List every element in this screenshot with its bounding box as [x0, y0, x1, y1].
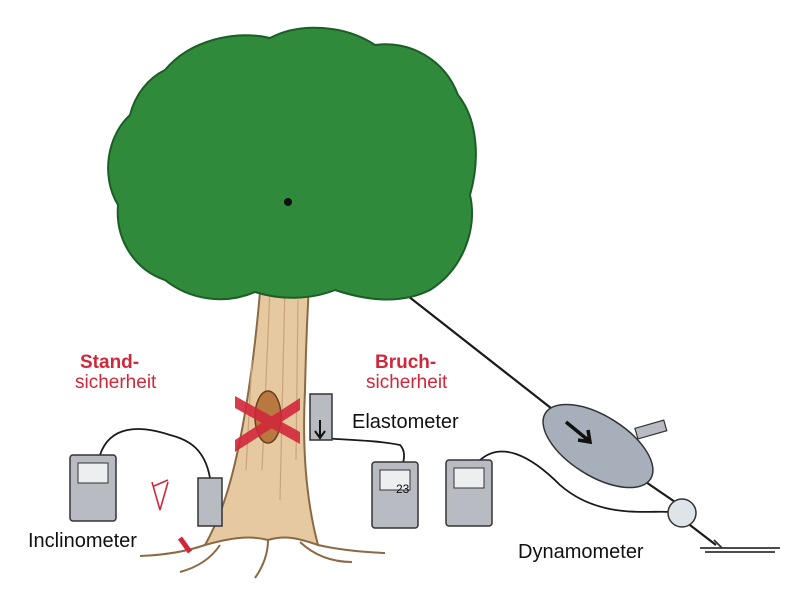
elastometer-label: Elastometer	[352, 411, 459, 433]
bruch-label-rest: sicherheit	[366, 372, 448, 393]
inclinometer-label: Inclinometer	[28, 530, 137, 552]
ground-anchor	[700, 539, 780, 553]
stand-label-bold: Stand-	[80, 352, 139, 373]
canopy-anchor-point	[284, 198, 292, 206]
inclination-marker	[177, 536, 193, 554]
elastometer-sensor	[309, 393, 333, 441]
cable-elastometer	[321, 437, 405, 467]
dynamometer-logger	[445, 459, 493, 527]
elastometer-arrow-icon	[314, 420, 326, 440]
load-cell	[667, 498, 697, 528]
dynamometer-housing	[542, 403, 654, 489]
inclinometer-logger	[69, 454, 117, 522]
tree-roots	[139, 539, 386, 579]
cable-dynamometer	[477, 450, 671, 513]
stress-zone-marker	[235, 396, 300, 452]
stand-label-rest: sicherheit	[75, 372, 157, 393]
bark-lines	[245, 284, 299, 501]
tilt-angle-icon	[151, 479, 169, 511]
tree-canopy	[107, 26, 477, 301]
pull-direction-arrow-icon	[564, 420, 593, 445]
bruch-label-bold: Bruch-	[375, 352, 436, 373]
dynamometer-handle	[634, 419, 668, 440]
dynamometer-label: Dynamometer	[518, 541, 644, 563]
device-reading: 23	[396, 482, 410, 496]
cable-inclinometer	[99, 428, 211, 479]
inclinometer-sensor	[197, 477, 223, 527]
rope-anchor-line	[685, 521, 717, 546]
elastometer-logger	[371, 461, 419, 529]
